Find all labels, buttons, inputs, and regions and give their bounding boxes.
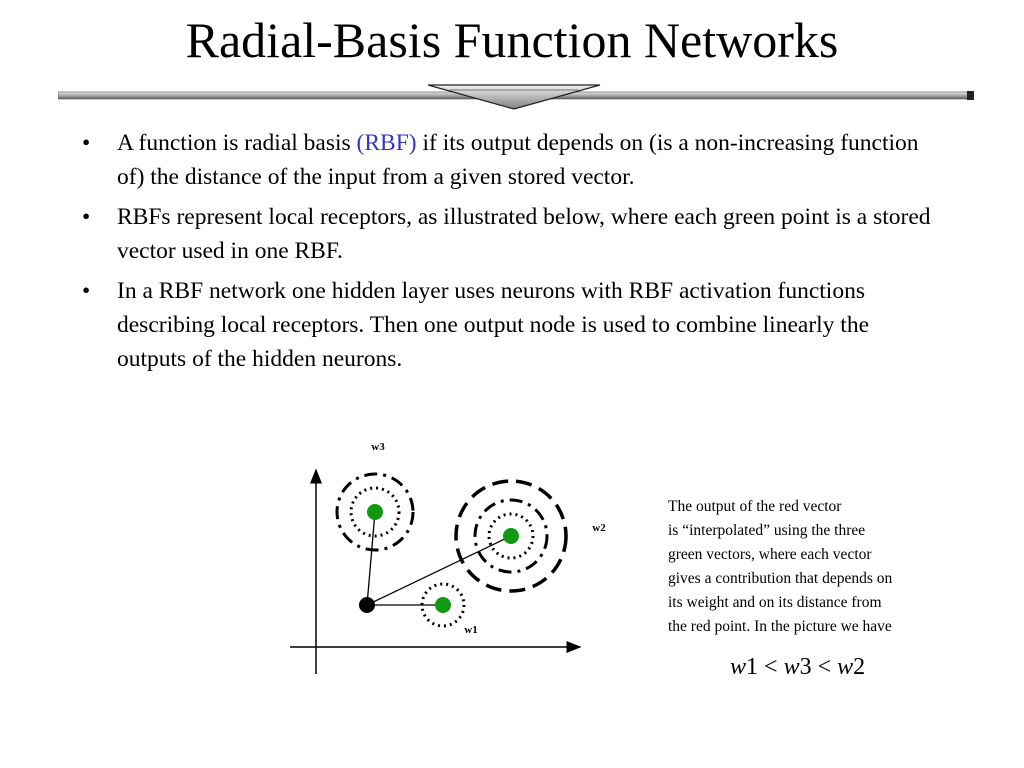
stored-vector-w2 xyxy=(503,528,519,544)
bullet-mark: • xyxy=(82,130,91,156)
formula-operator: < xyxy=(811,654,838,680)
label-w1: w1 xyxy=(464,624,477,636)
bullet-text: In a RBF network one hidden layer uses n… xyxy=(117,278,870,372)
caption-line: gives a contribution that depends on xyxy=(668,570,893,587)
receptor-w1 xyxy=(420,582,466,628)
formula-var: w xyxy=(837,654,854,680)
slide-title: Radial-Basis Function Networks xyxy=(185,12,839,68)
title-divider xyxy=(58,84,974,110)
link-w3 xyxy=(366,511,376,606)
caption-line: is “interpolated” using the three xyxy=(668,522,866,539)
bullet-text: if its output depends on (is a non-incre… xyxy=(117,130,919,190)
bullet-mark: • xyxy=(82,278,91,304)
formula-index: 1 xyxy=(746,654,759,680)
receptor-w3 xyxy=(335,472,415,552)
bullet-item: • A function is radial basis (RBF) if it… xyxy=(82,126,942,194)
stored-vector-w3 xyxy=(367,504,383,520)
formula-var: w xyxy=(730,654,747,680)
caption-line: green vectors, where each vector xyxy=(668,546,872,563)
bullet-item: • RBFs represent local receptors, as ill… xyxy=(82,200,942,268)
rbf-receptor-diagram: w3 w2 w1 xyxy=(290,441,606,674)
formula-var: w xyxy=(783,654,800,680)
label-w2: w2 xyxy=(592,522,606,534)
input-vector xyxy=(359,597,375,613)
diagram-caption: The output of the red vector is “interpo… xyxy=(668,495,968,639)
bullet-text: RBFs represent local receptors, as illus… xyxy=(117,204,931,264)
link-w2 xyxy=(366,535,512,606)
bullet-list: • A function is radial basis (RBF) if it… xyxy=(82,126,942,382)
stored-vector-w1 xyxy=(435,597,451,613)
rbf-term: (RBF) xyxy=(356,130,417,156)
receptor-w2 xyxy=(454,479,568,593)
bullet-mark: • xyxy=(82,204,91,230)
caption-line: its weight and on its distance from xyxy=(668,594,882,611)
formula-index: 2 xyxy=(853,654,866,680)
formula-operator: < xyxy=(758,654,784,680)
weight-inequality: w1 < w3 < w2 xyxy=(730,650,865,684)
bullet-item: • In a RBF network one hidden layer uses… xyxy=(82,274,942,376)
caption-line: The output of the red vector xyxy=(668,498,842,515)
formula-index: 3 xyxy=(799,654,812,680)
label-w3: w3 xyxy=(371,441,385,453)
bullet-text: A function is radial basis xyxy=(117,130,357,156)
caption-line: the red point. In the picture we have xyxy=(668,618,892,635)
